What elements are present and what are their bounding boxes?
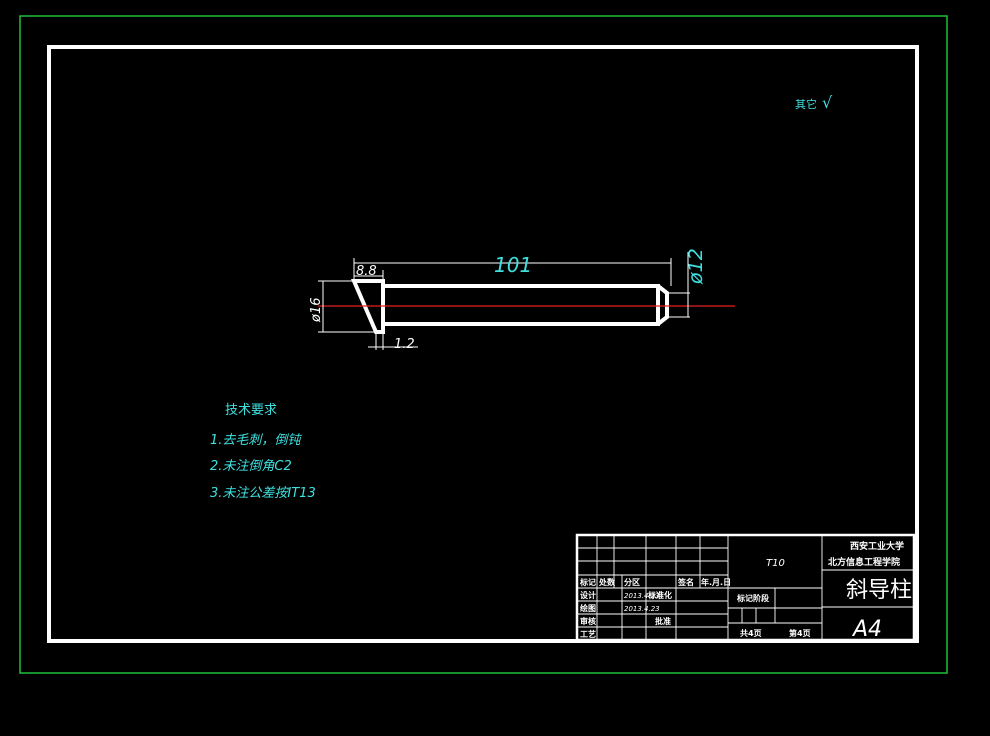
roughness-symbol: √ — [822, 93, 833, 112]
paper-size: A4 — [851, 617, 882, 642]
part-slanted-guide-pillar — [318, 279, 735, 334]
title-block: T10 西安工业大学 北方信息工程学院 斜导柱 A4 标记 处数 分区 签名 年… — [575, 533, 916, 642]
tb-process-label: 工艺 — [580, 629, 596, 639]
dim-tip-diameter: ø12 — [685, 248, 707, 285]
tb-label-date: 年.月.日 — [701, 577, 731, 587]
tb-label-sign: 签名 — [677, 577, 694, 587]
tb-page-no: 第4页 — [789, 628, 811, 638]
school-subname: 北方信息工程学院 — [828, 556, 900, 568]
tb-design-label: 设计 — [580, 590, 596, 600]
part-tip — [656, 284, 669, 326]
tb-std-label: 标准化 — [647, 590, 672, 600]
tech-req-title: 技术要求 — [225, 403, 277, 418]
part-shaft — [381, 284, 660, 326]
tech-req-item-1: 1.去毛刺，倒钝 — [210, 433, 302, 448]
tb-draw-label: 绘图 — [580, 603, 596, 613]
dimension-lines — [318, 252, 690, 350]
inner-frame — [47, 45, 919, 643]
material: T10 — [766, 558, 785, 569]
tech-req-item-2: 2.未注倒角C2 — [210, 459, 292, 474]
dim-offset: 1.2 — [394, 337, 415, 352]
dim-head-diameter: ø16 — [309, 298, 324, 324]
outer-frame — [19, 15, 948, 674]
tb-check-label: 审核 — [580, 616, 596, 626]
tb-stage-label: 标记阶段 — [736, 593, 769, 603]
part-name: 斜导柱 — [846, 578, 912, 603]
tb-label-zone: 分区 — [624, 577, 640, 587]
dim-length: 101 — [494, 253, 532, 277]
school-name: 西安工业大学 — [850, 540, 904, 552]
tb-approve-label: 批准 — [655, 616, 671, 626]
tb-total-pages: 共4页 — [740, 628, 762, 638]
tb-design-date: 2013.4.23 — [624, 592, 660, 600]
tb-label-count: 处数 — [598, 577, 616, 587]
part-head — [350, 279, 385, 334]
roughness-label: 其它 — [795, 97, 817, 111]
tb-label-mark: 标记 — [579, 577, 596, 587]
tech-req-item-3: 3.未注公差按IT13 — [210, 486, 316, 501]
dim-head-length: 8.8 — [356, 264, 377, 279]
tb-draw-date: 2013.4.23 — [624, 605, 660, 613]
